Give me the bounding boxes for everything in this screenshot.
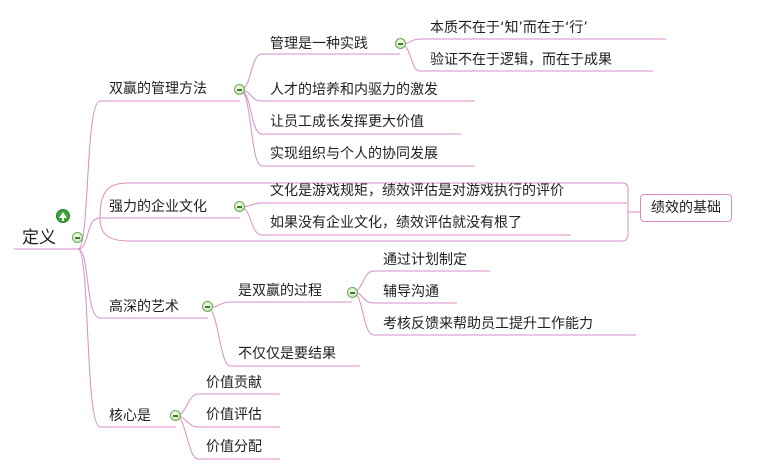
- toggle-branch-1-icon[interactable]: [234, 84, 245, 95]
- topic-employee-growth[interactable]: 让员工成长发挥更大价值: [270, 114, 424, 130]
- topic-essence-action[interactable]: 本质不在于‘知’而在于‘行’: [430, 20, 588, 36]
- topic-management-practice[interactable]: 管理是一种实践: [270, 36, 368, 52]
- toggle-branch-2-icon[interactable]: [234, 201, 245, 212]
- topic-coaching-communication[interactable]: 辅导沟通: [383, 284, 439, 300]
- topic-planning[interactable]: 通过计划制定: [383, 252, 467, 268]
- callout-performance-foundation[interactable]: 绩效的基础: [640, 194, 732, 222]
- branch-win-win-management[interactable]: 双赢的管理方法: [109, 81, 207, 97]
- topic-not-only-results[interactable]: 不仅仅是要结果: [238, 346, 336, 362]
- root-topic[interactable]: 定义: [22, 228, 56, 248]
- toggle-management-practice-icon[interactable]: [395, 38, 406, 49]
- topic-no-culture-no-root[interactable]: 如果没有企业文化，绩效评估就没有根了: [270, 215, 522, 231]
- toggle-win-win-process-icon[interactable]: [347, 287, 358, 298]
- topic-assessment-feedback[interactable]: 考核反馈来帮助员工提升工作能力: [383, 316, 593, 332]
- topic-value-contribution[interactable]: 价值贡献: [206, 375, 262, 391]
- branch-strong-culture[interactable]: 强力的企业文化: [109, 199, 207, 215]
- collapse-up-icon[interactable]: [56, 209, 70, 223]
- branch-core[interactable]: 核心是: [109, 408, 151, 424]
- topic-validation-results[interactable]: 验证不在于逻辑，而在于成果: [430, 52, 612, 68]
- topic-value-distribution[interactable]: 价值分配: [206, 439, 262, 455]
- toggle-branch-3-icon[interactable]: [202, 301, 213, 312]
- topic-organization-collaboration[interactable]: 实现组织与个人的协同发展: [270, 146, 438, 162]
- topic-culture-game-rules[interactable]: 文化是游戏规矩，绩效评估是对游戏执行的评价: [270, 183, 564, 199]
- toggle-branch-4-icon[interactable]: [170, 410, 181, 421]
- topic-talent-development[interactable]: 人才的培养和内驱力的激发: [270, 82, 438, 98]
- branch-profound-art[interactable]: 高深的艺术: [109, 299, 179, 315]
- toggle-root-icon[interactable]: [72, 232, 83, 243]
- topic-value-assessment[interactable]: 价值评估: [206, 407, 262, 423]
- topic-win-win-process[interactable]: 是双赢的过程: [238, 283, 322, 299]
